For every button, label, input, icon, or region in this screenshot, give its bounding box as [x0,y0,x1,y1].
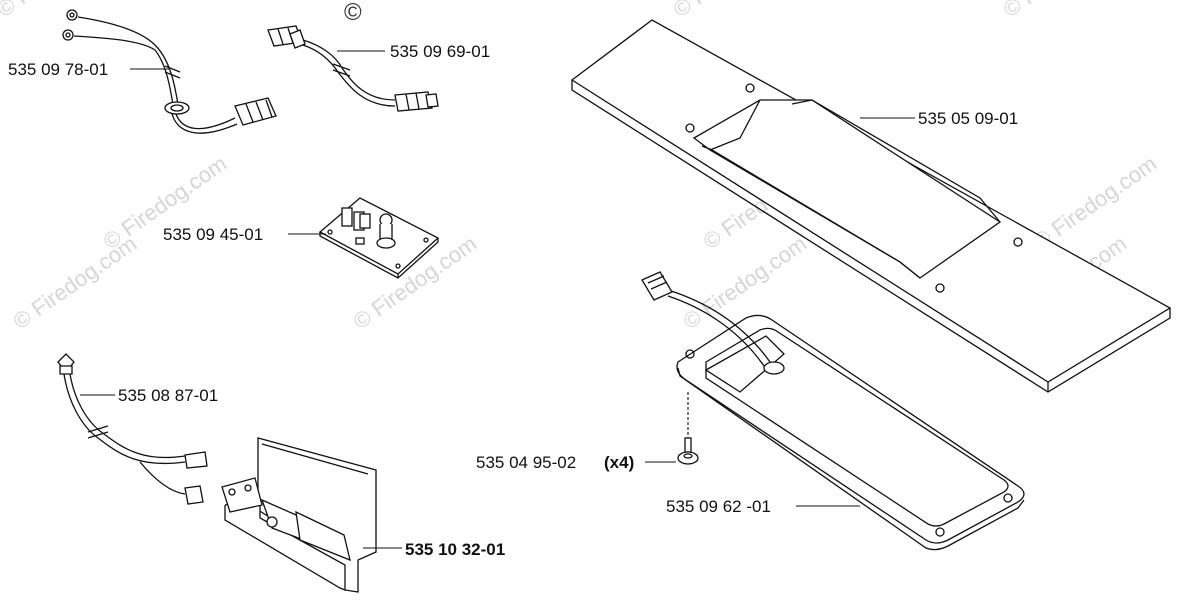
part-number-harness-ring: 535 09 78-01 [8,60,108,79]
part-number-circuit-board: 535 09 45-01 [163,225,263,244]
watermark-text: © Firedog.com [669,0,802,22]
part-quantity-screw: (x4) [604,453,634,472]
bottom-cover [641,271,1025,551]
part-number-top-plate: 535 05 09-01 [918,109,1018,128]
copyright-symbol: © [344,0,362,26]
part-number-harness-long: 535 08 87-01 [118,386,218,405]
screw [677,392,699,465]
watermark-text: © Firedog.com [0,0,125,22]
part-number-harness-plug: 535 09 69-01 [390,42,490,61]
wire-harness-ring-terminals [62,9,277,134]
watermark-text: © Firedog.com [999,0,1132,22]
part-number-bottom-cover: 535 09 62 -01 [666,497,771,516]
part-number-screw: 535 04 95-02 [476,453,576,472]
wire-harness-plugs [267,25,439,112]
wire-harness-long [57,353,208,505]
circuit-board [318,197,440,279]
switch-bracket [221,437,377,593]
top-plate [570,19,1172,393]
watermark-text: © Firedog.com [1029,151,1162,254]
part-number-switch-bracket: 535 10 32-01 [405,540,505,559]
